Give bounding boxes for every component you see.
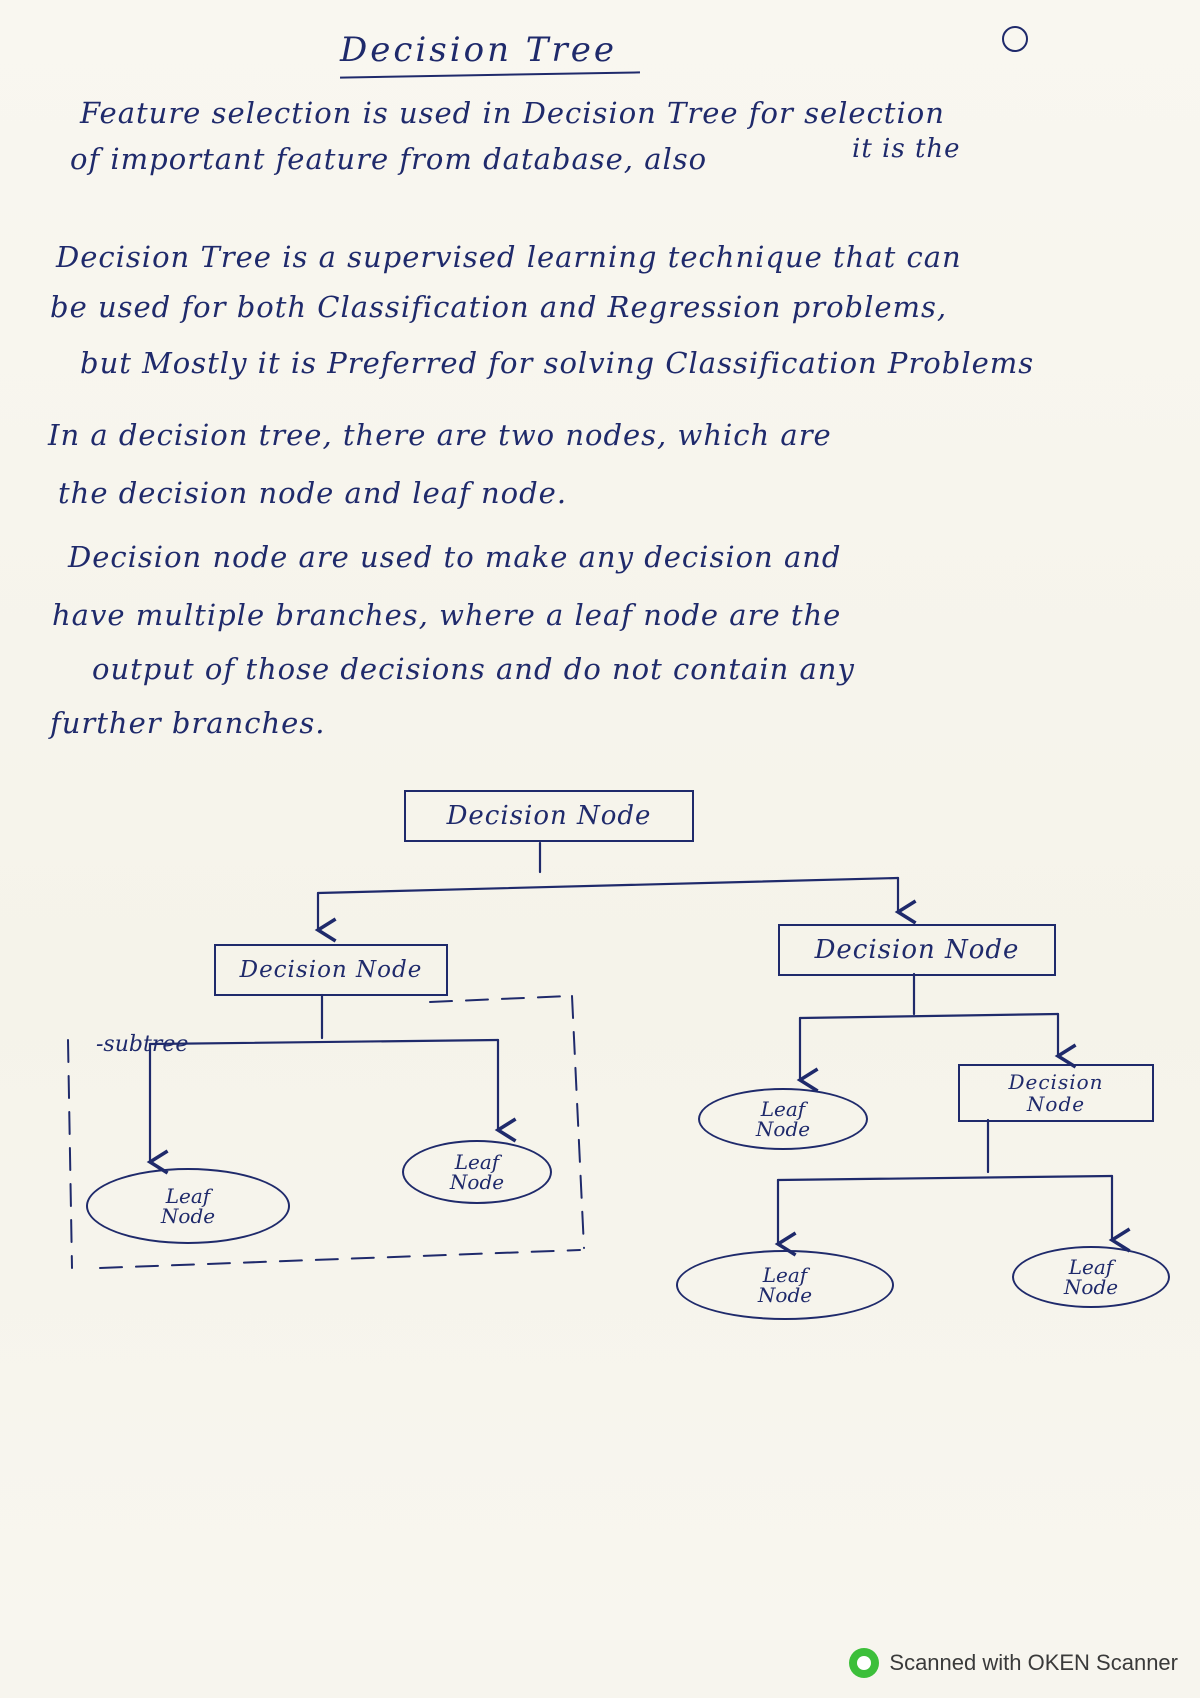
paragraph-line: have multiple branches, where a leaf nod… bbox=[52, 598, 842, 632]
right-decision-node: Decision Node bbox=[778, 924, 1056, 976]
scanner-logo-icon bbox=[849, 1648, 880, 1678]
subtree-boundary bbox=[99, 1249, 581, 1269]
paragraph-line: Decision Tree is a supervised learning t… bbox=[56, 240, 962, 274]
paragraph-line: In a decision tree, there are two nodes,… bbox=[48, 418, 832, 452]
paragraph-line: output of those decisions and do not con… bbox=[92, 652, 855, 686]
right-sub-decision-node: Decision Node bbox=[958, 1064, 1154, 1122]
root-decision-node: Decision Node bbox=[404, 790, 694, 842]
connector bbox=[148, 1038, 500, 1046]
paragraph-line: further branches. bbox=[50, 706, 326, 740]
leaf-node: Leaf Node bbox=[676, 1250, 894, 1320]
connector bbox=[776, 1174, 1114, 1182]
left-decision-node: Decision Node bbox=[214, 944, 448, 996]
paragraph-line: be used for both Classification and Regr… bbox=[50, 290, 948, 324]
paragraph-line: of important feature from database, also bbox=[70, 142, 708, 176]
scanner-watermark-text: Scanned with OKEN Scanner bbox=[889, 1650, 1178, 1675]
corner-mark-icon bbox=[1002, 26, 1028, 52]
leaf-node: Leaf Node bbox=[1012, 1246, 1170, 1308]
leaf-node: Leaf Node bbox=[402, 1140, 552, 1204]
tree-connectors bbox=[67, 841, 1131, 1269]
scanned-page: Decision Tree Feature selection is used … bbox=[0, 0, 1200, 1640]
connector bbox=[316, 876, 900, 895]
leaf-node: Leaf Node bbox=[698, 1088, 868, 1150]
paragraph-line: it is the bbox=[852, 134, 961, 164]
page-title: Decision Tree bbox=[340, 30, 617, 70]
connector bbox=[798, 1012, 1060, 1020]
scanner-watermark: Scanned with OKEN Scanner bbox=[849, 1648, 1178, 1678]
paragraph-line: Decision node are used to make any decis… bbox=[68, 540, 842, 574]
subtree-boundary bbox=[67, 1039, 73, 1269]
paragraph-line: but Mostly it is Preferred for solving C… bbox=[80, 346, 1035, 380]
paragraph-line: the decision node and leaf node. bbox=[58, 476, 568, 510]
subtree-label: -subtree bbox=[96, 1032, 189, 1057]
subtree-boundary bbox=[429, 995, 571, 1003]
subtree-boundary bbox=[571, 995, 585, 1249]
leaf-node: Leaf Node bbox=[86, 1168, 290, 1244]
paragraph-line: Feature selection is used in Decision Tr… bbox=[80, 96, 945, 130]
